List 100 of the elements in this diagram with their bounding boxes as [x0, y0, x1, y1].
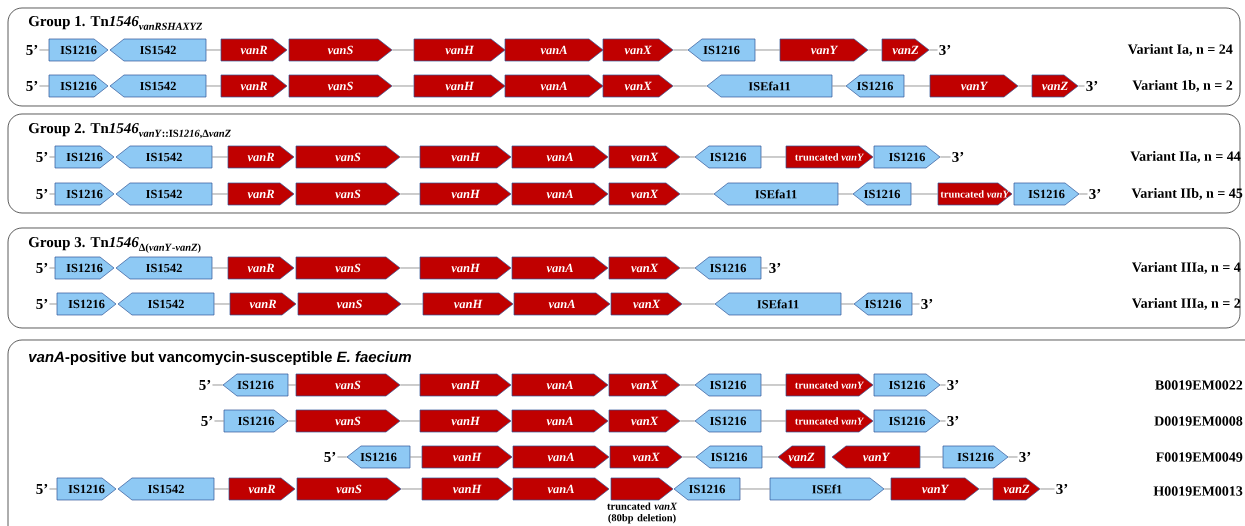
connecting-line: [212, 384, 224, 386]
end-label: 3’: [947, 415, 959, 427]
connecting-line: [883, 488, 892, 490]
end-label: 5’: [36, 298, 48, 310]
connecting-line: [911, 303, 920, 305]
connecting-line: [211, 156, 229, 158]
connecting-line: [919, 456, 944, 458]
connecting-line: [399, 156, 421, 158]
connecting-line: [840, 303, 855, 305]
row-label: H0019EM0013: [1153, 486, 1243, 496]
connecting-line: [672, 49, 689, 51]
connecting-line: [681, 303, 716, 305]
end-label: 3’: [921, 298, 933, 310]
connecting-line: [679, 156, 696, 158]
connecting-line: [287, 384, 297, 386]
connecting-line: [213, 303, 231, 305]
connecting-line: [760, 156, 787, 158]
connecting-line: [1007, 456, 1018, 458]
connecting-line: [978, 488, 994, 490]
connecting-line: [205, 49, 222, 51]
connecting-line: [49, 488, 58, 490]
connecting-line: [760, 384, 787, 386]
connecting-line: [39, 49, 50, 51]
connecting-line: [400, 303, 424, 305]
end-label: 5’: [199, 379, 211, 391]
connecting-line: [409, 456, 423, 458]
connecting-line: [1039, 488, 1055, 490]
connecting-line: [49, 156, 56, 158]
connecting-line: [399, 384, 421, 386]
connecting-line: [49, 303, 58, 305]
connecting-line: [337, 456, 348, 458]
row-label: Variant Ia, n = 24: [1127, 44, 1233, 56]
connecting-line: [205, 85, 222, 87]
connecting-line: [739, 488, 771, 490]
connecting-line: [399, 193, 421, 195]
connecting-line: [399, 420, 421, 422]
connecting-line: [679, 267, 696, 269]
end-label: 3’: [1086, 80, 1098, 92]
end-label: 5’: [26, 44, 38, 56]
end-label: 5’: [36, 188, 48, 200]
connecting-line: [679, 193, 715, 195]
connecting-line: [939, 420, 946, 422]
connecting-line: [928, 49, 938, 51]
connecting-line: [214, 420, 225, 422]
connecting-line: [831, 85, 847, 87]
end-label: 3’: [952, 151, 964, 163]
connecting-line: [910, 193, 939, 195]
connecting-line: [681, 456, 697, 458]
connecting-line: [760, 420, 787, 422]
connecting-line: [761, 456, 779, 458]
connecting-line: [1078, 193, 1088, 195]
connecting-line: [672, 85, 708, 87]
connecting-line: [391, 49, 415, 51]
connecting-line: [211, 193, 229, 195]
connecting-line: [49, 267, 56, 269]
connecting-line: [1077, 85, 1085, 87]
panel-heading: $\textbf{Group 3. Tn\textit{1546}}_{\textbf{Δ(\textit{vanY}-\textit{vanZ})}}$: [28, 237, 201, 253]
end-label: 3’: [1089, 188, 1101, 200]
connecting-line: [1017, 85, 1033, 87]
connecting-line: [939, 156, 951, 158]
connecting-line: [400, 488, 423, 490]
row-label: Variant IIb, n = 45: [1131, 188, 1243, 200]
end-label: 3’: [947, 379, 959, 391]
row-label: Variant IIIa, n = 4: [1132, 262, 1241, 274]
connecting-line: [39, 85, 50, 87]
connecting-line: [287, 420, 297, 422]
connecting-line: [939, 384, 946, 386]
annotation-text: truncated vanX (80bp deletion): [607, 502, 678, 524]
connecting-line: [837, 193, 854, 195]
connecting-line: [679, 384, 696, 386]
row-label: Variant IIIa, n = 2: [1132, 298, 1241, 310]
end-label: 5’: [324, 451, 336, 463]
end-label: 5’: [36, 483, 48, 495]
row-label: B0019EM0022: [1155, 380, 1243, 390]
connecting-line: [760, 267, 768, 269]
end-label: 5’: [36, 262, 48, 274]
end-label: 5’: [26, 80, 38, 92]
end-label: 5’: [36, 151, 48, 163]
connecting-line: [399, 267, 421, 269]
connecting-line: [754, 49, 781, 51]
end-label: 5’: [201, 415, 213, 427]
connecting-line: [679, 420, 696, 422]
panel-heading: vanA-positive but vancomycin-susceptible E. faecium: [29, 351, 411, 366]
panel-heading: $\textbf{Group 1. Tn\textit{1546}}_{\textbf{\textit{vanRSHAXYZ}}}$: [28, 16, 203, 30]
connecting-line: [49, 193, 56, 195]
end-label: 3’: [1056, 483, 1068, 495]
row-label: F0019EM0049: [1155, 452, 1243, 462]
row-label: D0019EM0008: [1154, 416, 1243, 426]
connecting-line: [903, 85, 931, 87]
panel-heading: $\textbf{Group 2. Tn\textit{1546}}_{\textbf{\textit{vanY}::IS\textit{1216},Δ\textit{vanZ}}}$: [28, 123, 231, 139]
row-label: Variant IIa, n = 44: [1130, 151, 1241, 163]
row-label: Variant 1b, n = 2: [1132, 80, 1233, 92]
end-label: 3’: [1019, 451, 1031, 463]
connecting-line: [213, 488, 230, 490]
gene-symbol: [610, 477, 674, 501]
connecting-line: [211, 267, 229, 269]
end-label: 3’: [769, 262, 781, 274]
end-label: 3’: [939, 44, 951, 56]
connecting-line: [391, 85, 415, 87]
connecting-line: [867, 49, 883, 51]
